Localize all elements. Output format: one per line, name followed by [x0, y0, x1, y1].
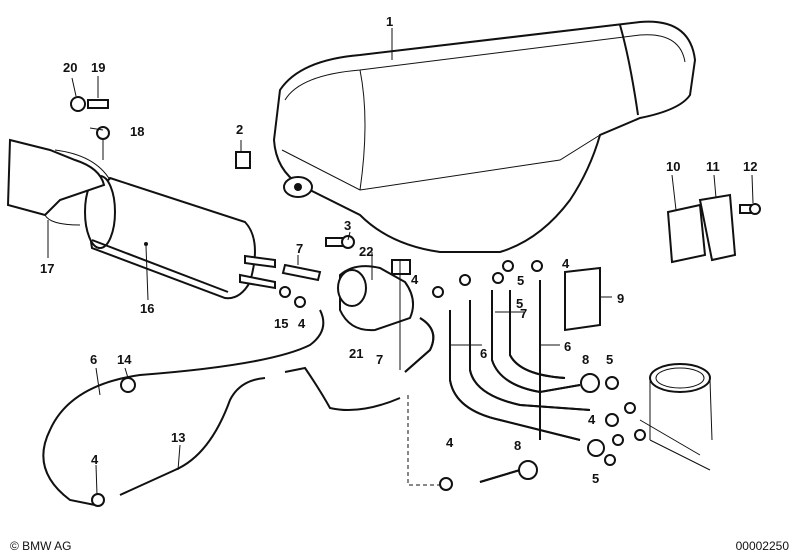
callout-8a: 8 — [582, 352, 589, 367]
callout-4b: 4 — [562, 256, 570, 271]
clamp-parts — [564, 193, 737, 332]
callout-4d: 4 — [91, 452, 99, 467]
hardware-parts — [70, 96, 761, 507]
callout-6c: 6 — [90, 352, 97, 367]
callout-20: 20 — [63, 60, 77, 75]
callout-4c: 4 — [298, 316, 306, 331]
callout-18: 18 — [130, 124, 144, 139]
callout-19: 19 — [91, 60, 105, 75]
callout-5a: 5 — [517, 273, 524, 288]
callout-9: 9 — [617, 291, 624, 306]
callout-16: 16 — [140, 301, 154, 316]
callout-3: 3 — [344, 218, 351, 233]
callout-5c: 5 — [606, 352, 613, 367]
callout-8b: 8 — [514, 438, 521, 453]
fuel-lines — [42, 259, 440, 506]
bracket-part — [6, 138, 111, 226]
callout-7c: 7 — [376, 352, 383, 367]
callout-5b: 5 — [516, 296, 523, 311]
callout-21: 21 — [349, 346, 363, 361]
callout-15: 15 — [274, 316, 288, 331]
callout-14: 14 — [117, 352, 132, 367]
callout-4a: 4 — [411, 272, 419, 287]
callout-13: 13 — [171, 430, 185, 445]
cylinder-canister-part — [84, 175, 256, 300]
leader-lines — [47, 28, 754, 496]
callout-4e: 4 — [446, 435, 454, 450]
callout-4f: 4 — [588, 412, 596, 427]
callout-labels: 1 2 3 4 4 4 4 4 4 5 5 5 5 6 6 6 7 7 7 8 … — [40, 14, 757, 486]
callout-1: 1 — [386, 14, 393, 29]
callout-6b: 6 — [564, 339, 571, 354]
callout-11: 11 — [706, 159, 720, 174]
callout-7b: 7 — [520, 306, 527, 321]
callout-10: 10 — [666, 159, 680, 174]
callout-2: 2 — [236, 122, 243, 137]
callout-7a: 7 — [296, 241, 303, 256]
callout-5d: 5 — [592, 471, 599, 486]
filler-neck-part — [639, 363, 713, 471]
hose-bundle — [404, 280, 591, 483]
callout-17: 17 — [40, 261, 54, 276]
callout-22: 22 — [359, 244, 373, 259]
diagram-code: 00002250 — [735, 539, 789, 553]
callout-12: 12 — [743, 159, 757, 174]
copyright-label: © BMW AG — [10, 539, 72, 553]
filter-part — [337, 259, 415, 332]
tank-part — [272, 20, 697, 253]
callout-6a: 6 — [480, 346, 487, 361]
